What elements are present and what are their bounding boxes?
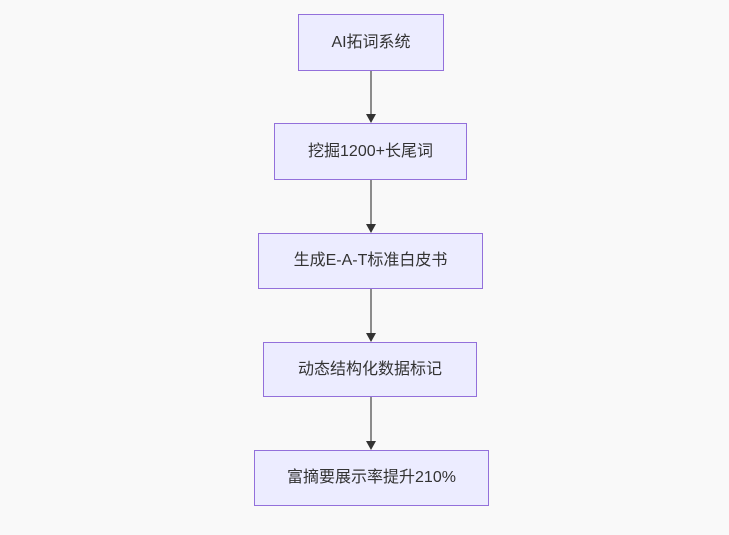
flowchart-node-longtail-words: 挖掘1200+长尾词 — [274, 123, 467, 180]
node-label: 富摘要展示率提升210% — [287, 469, 456, 487]
arrow-line — [370, 71, 372, 114]
flowchart-node-rich-snippet-result: 富摘要展示率提升210% — [254, 450, 489, 506]
arrow-line — [370, 397, 372, 441]
node-label: 挖掘1200+长尾词 — [308, 142, 433, 160]
flowchart-node-ai-system: AI拓词系统 — [298, 14, 444, 71]
flowchart-node-eat-whitepaper: 生成E-A-T标准白皮书 — [258, 233, 483, 289]
arrowhead-down-icon — [366, 333, 376, 342]
arrow-line — [370, 289, 372, 333]
node-label: 生成E-A-T标准白皮书 — [293, 252, 448, 270]
node-label: AI拓词系统 — [331, 33, 411, 51]
arrow-line — [370, 180, 372, 224]
arrowhead-down-icon — [366, 114, 376, 123]
node-label: 动态结构化数据标记 — [297, 360, 442, 378]
arrowhead-down-icon — [366, 441, 376, 450]
arrowhead-down-icon — [366, 224, 376, 233]
flowchart-node-structured-data: 动态结构化数据标记 — [263, 342, 477, 397]
